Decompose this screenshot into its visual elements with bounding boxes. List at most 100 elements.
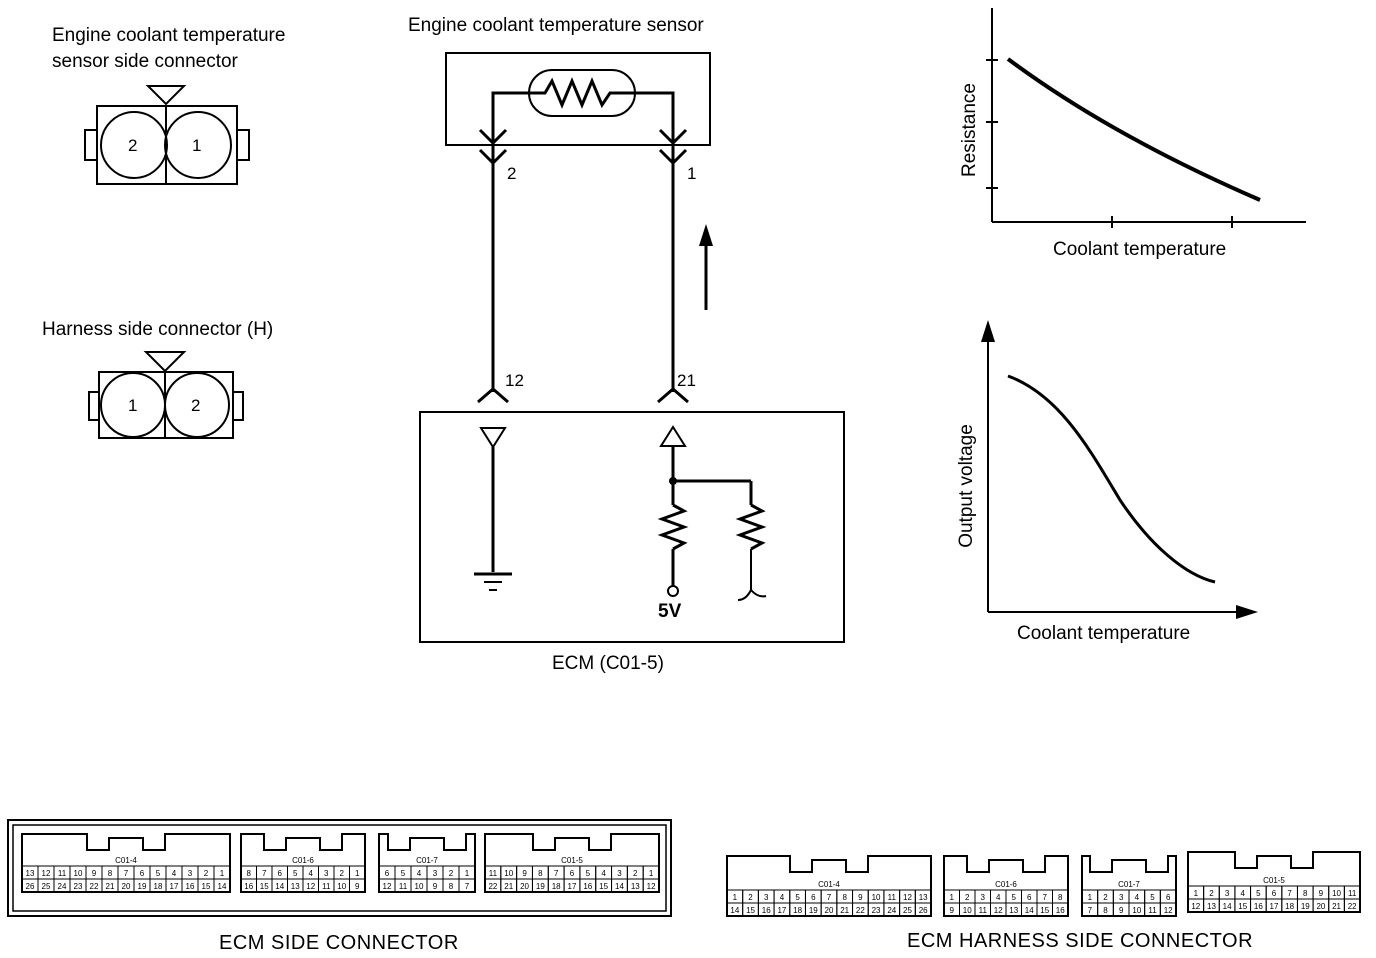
sensor-connector-pin-left: 2 (128, 136, 138, 155)
pin-number: 25 (42, 882, 51, 891)
pin-number: 1 (649, 869, 654, 878)
pin-cell (1159, 902, 1177, 917)
current-direction-arrow (699, 224, 713, 310)
pin-number: 5 (795, 893, 800, 902)
pin-number: 13 (26, 869, 35, 878)
pin-number: 10 (415, 882, 424, 891)
ecm-pin-21-label: 21 (677, 371, 696, 390)
pin-number: 11 (58, 869, 67, 878)
pin-number: 1 (733, 893, 738, 902)
block-outline (21, 833, 231, 893)
pin-number: 3 (981, 893, 986, 902)
pin-number: 24 (887, 906, 896, 915)
pin-cell (213, 878, 231, 893)
pin-number: 2 (748, 893, 753, 902)
pin-number: 14 (1025, 906, 1034, 915)
pin-number: 4 (1135, 893, 1140, 902)
pin-number: 12 (647, 882, 656, 891)
pin-number: 22 (856, 906, 865, 915)
pin-number: 9 (433, 882, 438, 891)
pin-number: 10 (1332, 889, 1341, 898)
pin-number: 7 (1287, 889, 1292, 898)
voltage-x-arrow (1236, 605, 1258, 619)
pin-number: 22 (90, 882, 99, 891)
pin-number: 21 (504, 882, 513, 891)
pin-number: 9 (92, 869, 97, 878)
pin-number: 3 (188, 869, 193, 878)
pin-number: 11 (888, 893, 897, 902)
block-outline (378, 833, 476, 893)
sensor-connector-title-2: sensor side connector (52, 51, 238, 72)
pin-number: 12 (42, 869, 51, 878)
pin-number: 9 (1319, 889, 1324, 898)
pin-number: 1 (1194, 889, 1199, 898)
pin-number: 4 (172, 869, 177, 878)
ecm-label: ECM (C01-5) (552, 653, 664, 674)
pin-number: 7 (262, 869, 267, 878)
pin-cell (1343, 898, 1361, 913)
pin-number: 9 (355, 882, 360, 891)
pin-number: 17 (1270, 902, 1279, 911)
pin-number: 17 (170, 882, 179, 891)
pin-number: 4 (780, 893, 785, 902)
pin-number: 17 (568, 882, 577, 891)
pin-number: 12 (383, 882, 392, 891)
ecm-internal-circuit (474, 425, 767, 601)
pin-number: 6 (811, 893, 816, 902)
pin-number: 1 (355, 869, 360, 878)
block-name: C01-5 (1263, 876, 1285, 885)
pin-number: 15 (1238, 902, 1247, 911)
pin-number: 7 (465, 882, 470, 891)
sensor-pin-left-label: 2 (507, 164, 517, 183)
pin-number: 9 (858, 893, 863, 902)
resistance-graph-xlabel: Coolant temperature (1053, 239, 1227, 260)
pin-number: 18 (1285, 902, 1294, 911)
pin-number: 4 (601, 869, 606, 878)
pin-cell (458, 878, 476, 893)
pin-number: 8 (1303, 889, 1308, 898)
pin-number: 5 (1012, 893, 1017, 902)
pin-number: 17 (777, 906, 786, 915)
connector-housing (7, 819, 672, 917)
pin-number: 16 (583, 882, 592, 891)
block-outline (1081, 855, 1177, 917)
pin-number: 20 (825, 906, 834, 915)
pin-number: 20 (1316, 902, 1325, 911)
ecm-box (419, 411, 845, 643)
block-outline (943, 855, 1069, 917)
pin-number: 14 (730, 906, 739, 915)
pin-number: 26 (919, 906, 928, 915)
pin-number: 5 (1150, 893, 1155, 902)
pin-number: 21 (106, 882, 115, 891)
pin-number: 15 (260, 882, 269, 891)
pin-number: 15 (746, 906, 755, 915)
pin-number: 15 (202, 882, 211, 891)
pin-number: 8 (247, 869, 252, 878)
pin-number: 6 (140, 869, 145, 878)
supply-voltage-label: 5V (658, 601, 682, 622)
block-name: C01-7 (1118, 880, 1140, 889)
pin-number: 2 (449, 869, 454, 878)
block-outline (1187, 851, 1361, 913)
block-name: C01-6 (995, 880, 1017, 889)
pin-number: 21 (840, 906, 849, 915)
pin-number: 20 (122, 882, 131, 891)
pin-number: 8 (449, 882, 454, 891)
ecm-side-caption: ECM SIDE CONNECTOR (219, 932, 459, 954)
pin-number: 13 (291, 882, 300, 891)
voltage-y-arrow (981, 320, 995, 342)
pin-number: 14 (218, 882, 227, 891)
pin-number: 18 (552, 882, 561, 891)
pin-number: 16 (1254, 902, 1263, 911)
pin-number: 3 (324, 869, 329, 878)
pin-number: 5 (586, 869, 591, 878)
pin-number: 15 (599, 882, 608, 891)
pin-number: 11 (399, 882, 408, 891)
pin-number: 13 (631, 882, 640, 891)
pin-number: 5 (156, 869, 161, 878)
pin-number: 3 (433, 869, 438, 878)
